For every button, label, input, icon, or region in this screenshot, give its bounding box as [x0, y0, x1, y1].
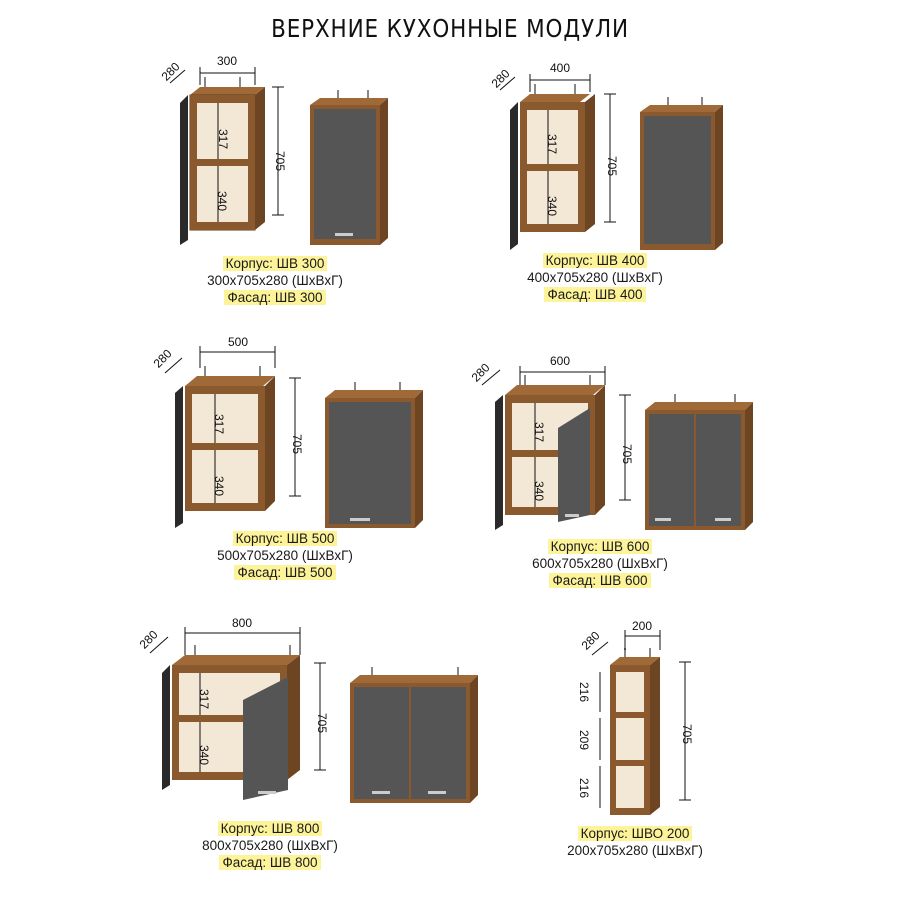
fasad-label: Фасад: ШВ 500: [234, 565, 336, 580]
caption-shv-400: Корпус: ШВ 400 400х705х280 (ШхВхГ) Фасад…: [460, 252, 730, 303]
dim-shelf-bottom: 340: [215, 191, 229, 211]
dim-shelf-top: 317: [216, 129, 230, 149]
fasad-label: Фасад: ШВ 600: [549, 573, 651, 588]
module-shv-800: 800 280 705 317 340 Корпус: ШВ 800 800х7…: [137, 615, 490, 870]
dim-shelf-bottom: 340: [532, 481, 546, 501]
dim-height: 705: [315, 713, 329, 733]
korpus-label: Корпус: ШВ 800: [217, 821, 323, 836]
module-shvo-200: 200 280 705 216 209 216 Корпус: ШВО 200 …: [567, 619, 710, 858]
dim-shelf-bottom: 340: [197, 745, 211, 765]
dim-width: 200: [632, 619, 652, 633]
dim-depth: 280: [137, 627, 161, 651]
size-label: 500х705х280 (ШхВхГ): [217, 548, 353, 563]
dim-height: 705: [605, 156, 619, 176]
dim-width: 800: [232, 616, 252, 630]
dim-shelf-bottom: 340: [212, 476, 226, 496]
dim-height: 705: [273, 151, 287, 171]
caption-shv-500: Корпус: ШВ 500 500х705х280 (ШхВхГ) Фасад…: [150, 530, 420, 581]
fasad-label: Фасад: ШВ 300: [224, 290, 326, 305]
dim-depth: 280: [159, 59, 183, 83]
korpus-label: Корпус: ШВ 400: [542, 253, 648, 268]
size-label: 300х705х280 (ШхВхГ): [207, 273, 343, 288]
korpus-label: Корпус: ШВ 500: [232, 531, 338, 546]
page-title: ВЕРХНИЕ КУХОННЫЕ МОДУЛИ: [271, 14, 629, 43]
cabinet-drawing-shv-500: 500 280 705 317 340: [151, 335, 423, 528]
dim-width: 600: [550, 354, 570, 368]
dim-shelf-top: 317: [545, 134, 559, 154]
korpus-label: Корпус: ШВ 300: [222, 256, 328, 271]
cabinet-drawing-shvo-200: 200 280 705 216 209 216: [577, 619, 694, 815]
size-label: 600х705х280 (ШхВхГ): [532, 556, 668, 571]
dim-shelf-bottom: 340: [545, 196, 559, 216]
fasad-label: Фасад: ШВ 800: [219, 855, 321, 870]
size-label: 400х705х280 (ШхВхГ): [527, 270, 663, 285]
dim-depth: 280: [469, 360, 493, 384]
dim-shelf-b: 209: [577, 730, 591, 750]
dim-width: 300: [217, 54, 237, 68]
korpus-label: Корпус: ШВО 200: [577, 826, 693, 841]
dim-shelf-top: 317: [212, 414, 226, 434]
dim-height: 705: [290, 434, 304, 454]
dim-width: 400: [550, 61, 570, 75]
module-shv-500: 500 280 705 317 340 Корпус: ШВ 500 500х7…: [150, 335, 430, 580]
size-label: 800х705х280 (ШхВхГ): [202, 838, 338, 853]
caption-shv-600: Корпус: ШВ 600 600х705х280 (ШхВхГ) Фасад…: [465, 538, 735, 589]
cabinet-drawing-shv-400: 400 280 705 317 340: [489, 61, 723, 250]
dim-width: 500: [228, 335, 248, 349]
dim-shelf-top: 317: [532, 422, 546, 442]
cabinet-drawing-shv-300: 300 280 705 317 340: [159, 54, 388, 245]
module-shv-400: 400 280 705 317 340 Корпус: ШВ 400 400х7…: [489, 61, 730, 302]
caption-shv-300: Корпус: ШВ 300 300х705х280 (ШхВхГ) Фасад…: [140, 255, 410, 306]
module-shv-600: 600 280 705 317 340 Корпус: ШВ 600 600х7…: [469, 350, 760, 588]
caption-shvo-200: Корпус: ШВО 200 200х705х280 (ШхВхГ): [500, 825, 770, 859]
dim-height: 705: [680, 724, 694, 744]
cabinet-drawing-shv-800: 800 280 705 317 340: [137, 616, 478, 803]
dim-depth: 280: [489, 66, 513, 90]
dim-height: 705: [620, 444, 634, 464]
dim-shelf-c: 216: [577, 778, 591, 798]
cabinet-drawing-shv-600: 600 280 705 317 340: [469, 354, 753, 530]
module-shv-300: 300 280 705 317 340 Корпус: ШВ 300 300х7…: [159, 54, 390, 305]
caption-shv-800: Корпус: ШВ 800 800х705х280 (ШхВхГ) Фасад…: [135, 820, 405, 871]
size-label: 200х705х280 (ШхВхГ): [567, 843, 703, 858]
dim-shelf-a: 216: [577, 682, 591, 702]
korpus-label: Корпус: ШВ 600: [547, 539, 653, 554]
dim-shelf-top: 317: [197, 689, 211, 709]
fasad-label: Фасад: ШВ 400: [544, 287, 646, 302]
